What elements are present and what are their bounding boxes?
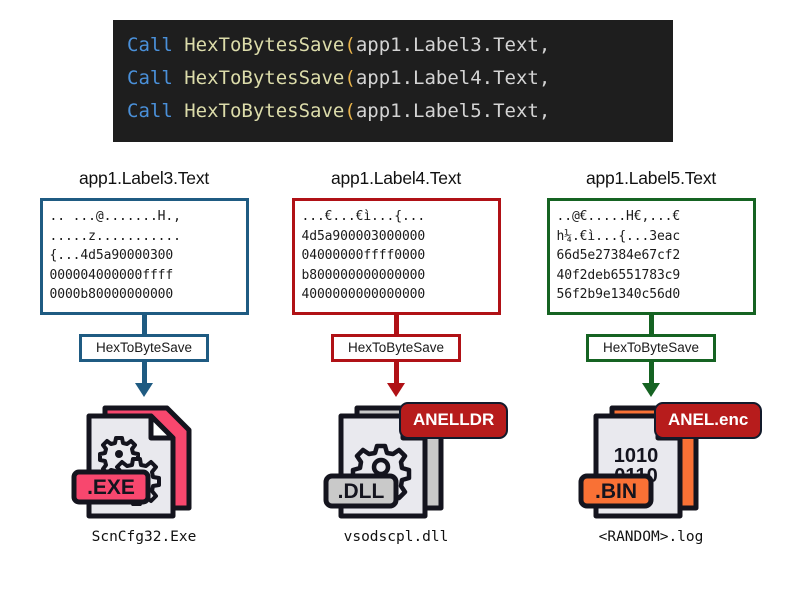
flow-column-label3: app1.Label3.Text .. ...@.......H., .....… [20, 168, 268, 545]
hex-line: .. ...@.......H., [49, 209, 181, 224]
file-extension-label: .EXE [87, 476, 135, 499]
code-function: HexToBytesSave [184, 34, 345, 56]
file-name-label: <RANDOM>.log [598, 528, 704, 545]
hex-line: {...4d5a90000300 [49, 248, 174, 263]
code-argument: app1.Label5.Text, [355, 100, 551, 122]
hex-line: 40f2deb6551783c9 [556, 267, 681, 283]
code-function: HexToBytesSave [184, 67, 345, 89]
code-paren: ( [344, 67, 356, 89]
hex-data-box: ...€...€ì...{... 4d5a900003000000 040000… [291, 198, 501, 315]
file-name-label: vsodscpl.dll [343, 528, 449, 545]
code-argument: app1.Label4.Text, [355, 67, 551, 89]
hex-line: ...€...€ì...{... [301, 209, 426, 224]
file-extension-label: .BIN [595, 480, 637, 503]
hex-line: 000004000000ffff [49, 267, 174, 283]
dll-file-icon: ANELLDR .DLL [321, 400, 509, 520]
binary-text-line-1: 1010 [614, 445, 659, 467]
arrowhead-icon [387, 382, 405, 397]
code-line: Call HexToBytesSave(app1.Label3.Text, [127, 29, 673, 62]
code-argument: app1.Label3.Text, [355, 34, 551, 56]
code-paren: ( [344, 34, 356, 56]
connector-arrow [20, 361, 268, 398]
hex-line: 04000000ffff0000 [301, 248, 426, 263]
code-line: Call HexToBytesSave(app1.Label4.Text, [127, 62, 673, 95]
arrowhead-icon [642, 382, 660, 397]
bin-file-icon: ANEL.enc 1010 0110 .BIN [576, 400, 763, 520]
hex-line: 4d5a900003000000 [301, 228, 426, 244]
file-extension-label: .DLL [338, 480, 385, 503]
connector-line [20, 314, 268, 334]
column-title: app1.Label5.Text [585, 168, 717, 188]
hex-data-box: ..@€.....H€,...€ h¼.€ì...{...3eac 66d5e2… [546, 198, 756, 315]
column-title: app1.Label3.Text [78, 168, 210, 188]
code-keyword: Call [127, 67, 173, 89]
function-node: HexToByteSave [78, 333, 210, 362]
exe-file-icon: .EXE [69, 400, 219, 520]
function-node: HexToByteSave [330, 333, 462, 362]
code-function: HexToBytesSave [184, 100, 345, 122]
arrowhead-icon [135, 382, 153, 397]
vb-code-snippet: Call HexToBytesSave(app1.Label3.Text, Ca… [113, 20, 673, 142]
malware-badge: ANELLDR [399, 401, 509, 439]
hex-line: b800000000000000 [301, 267, 426, 283]
hex-line: h¼.€ì...{...3eac [556, 228, 681, 244]
column-title: app1.Label4.Text [330, 168, 462, 188]
function-node: HexToByteSave [585, 333, 717, 362]
connector-line [272, 314, 520, 334]
malware-badge: ANEL.enc [654, 401, 763, 439]
connector-arrow [272, 361, 520, 398]
hex-line: ..@€.....H€,...€ [556, 209, 681, 224]
code-keyword: Call [127, 34, 173, 56]
code-line: Call HexToBytesSave(app1.Label5.Text, [127, 95, 673, 128]
flow-column-label4: app1.Label4.Text ...€...€ì...{... 4d5a90… [272, 168, 520, 545]
connector-arrow [527, 361, 775, 398]
file-name-label: ScnCfg32.Exe [91, 528, 197, 545]
hex-line: 56f2b9e1340c56d0 [556, 287, 681, 302]
hex-line: 0000b80000000000 [49, 287, 174, 302]
flow-column-label5: app1.Label5.Text ..@€.....H€,...€ h¼.€ì.… [527, 168, 775, 545]
hex-line: 4000000000000000 [301, 287, 426, 302]
code-paren: ( [344, 100, 356, 122]
hex-line: 66d5e27384e67cf2 [556, 248, 681, 263]
hex-data-box: .. ...@.......H., .....z........... {...… [39, 198, 249, 315]
connector-line [527, 314, 775, 334]
hex-line: .....z........... [49, 228, 181, 244]
code-keyword: Call [127, 100, 173, 122]
